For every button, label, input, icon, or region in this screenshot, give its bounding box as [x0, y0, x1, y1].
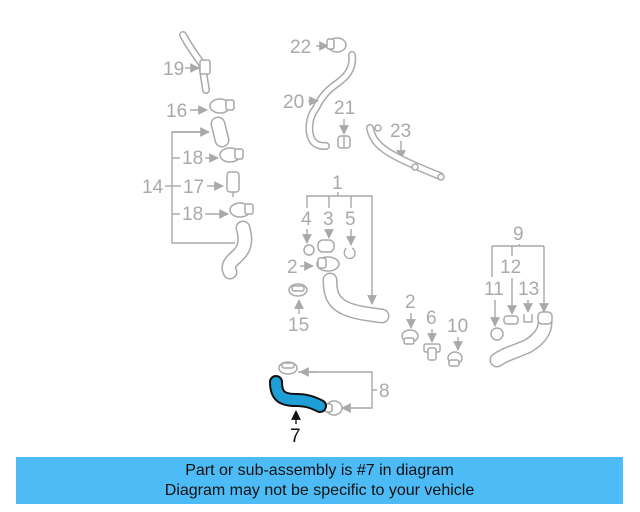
- callout-4: 4: [301, 209, 312, 230]
- callout-21: 21: [334, 98, 355, 119]
- callout-11: 11: [484, 279, 504, 300]
- part-14-hose: [221, 220, 253, 280]
- part-17-valve: [226, 171, 240, 197]
- callout-1: 1: [332, 173, 343, 194]
- callout-8: 8: [379, 381, 390, 402]
- part-10-clamp: [447, 351, 463, 367]
- part-20-pipe: [305, 51, 357, 150]
- part-3-fitting: [317, 239, 335, 253]
- part-19-pipe: [179, 31, 211, 94]
- part-13-clip: [523, 314, 533, 323]
- callout-13: 13: [518, 279, 539, 300]
- info-banner: Part or sub-assembly is #7 in diagram Di…: [16, 457, 623, 504]
- callout-2-left: 2: [287, 257, 298, 278]
- part-22-clamp: [326, 37, 347, 53]
- short-hose-upper: [210, 116, 230, 148]
- callout-5: 5: [345, 209, 356, 230]
- part-11-clamp: [490, 327, 504, 341]
- part-8-clamp-lower: [324, 400, 343, 416]
- part-16-clamp: [209, 98, 235, 114]
- banner-line-1: Part or sub-assembly is #7 in diagram: [185, 462, 454, 479]
- callout-14: 14: [142, 177, 164, 198]
- part-7-hose-highlighted: [269, 375, 327, 413]
- part-18-lower-clamp: [229, 202, 254, 218]
- callout-18-lower: 18: [182, 204, 203, 225]
- part-15-clamp: [288, 283, 308, 297]
- callout-3: 3: [323, 209, 334, 230]
- callout-18-upper: 18: [182, 148, 203, 169]
- callout-17: 17: [183, 177, 204, 198]
- callout-20: 20: [283, 92, 304, 113]
- callout-2-right: 2: [405, 292, 416, 313]
- part-9-hose: [489, 311, 553, 368]
- callout-19: 19: [163, 59, 184, 80]
- callout-12: 12: [500, 257, 521, 278]
- callout-6: 6: [426, 308, 437, 329]
- part-23-bracket: [366, 124, 445, 181]
- part-12-clamp: [503, 315, 519, 325]
- part-1-hose: [322, 272, 390, 324]
- banner-line-2: Diagram may not be specific to your vehi…: [164, 482, 475, 499]
- part-5-clip: [343, 247, 356, 260]
- callout-10: 10: [447, 316, 468, 337]
- part-6-tee: [423, 343, 441, 361]
- part-2-clamp-left: [316, 256, 340, 272]
- callout-7: 7: [290, 426, 301, 447]
- part-8-clamp-upper: [278, 361, 298, 375]
- callout-15: 15: [288, 315, 309, 336]
- parts-diagram: 19 16 14 18 17 18 22: [142, 31, 553, 447]
- part-21-clamp: [337, 135, 351, 149]
- callout-9: 9: [513, 224, 524, 245]
- callout-16: 16: [166, 101, 187, 122]
- callout-22: 22: [290, 37, 311, 58]
- part-18-upper-clamp: [219, 147, 244, 163]
- part-2-clamp-right: [401, 329, 419, 345]
- callout-23: 23: [390, 121, 411, 142]
- part-4-clamp: [303, 244, 315, 256]
